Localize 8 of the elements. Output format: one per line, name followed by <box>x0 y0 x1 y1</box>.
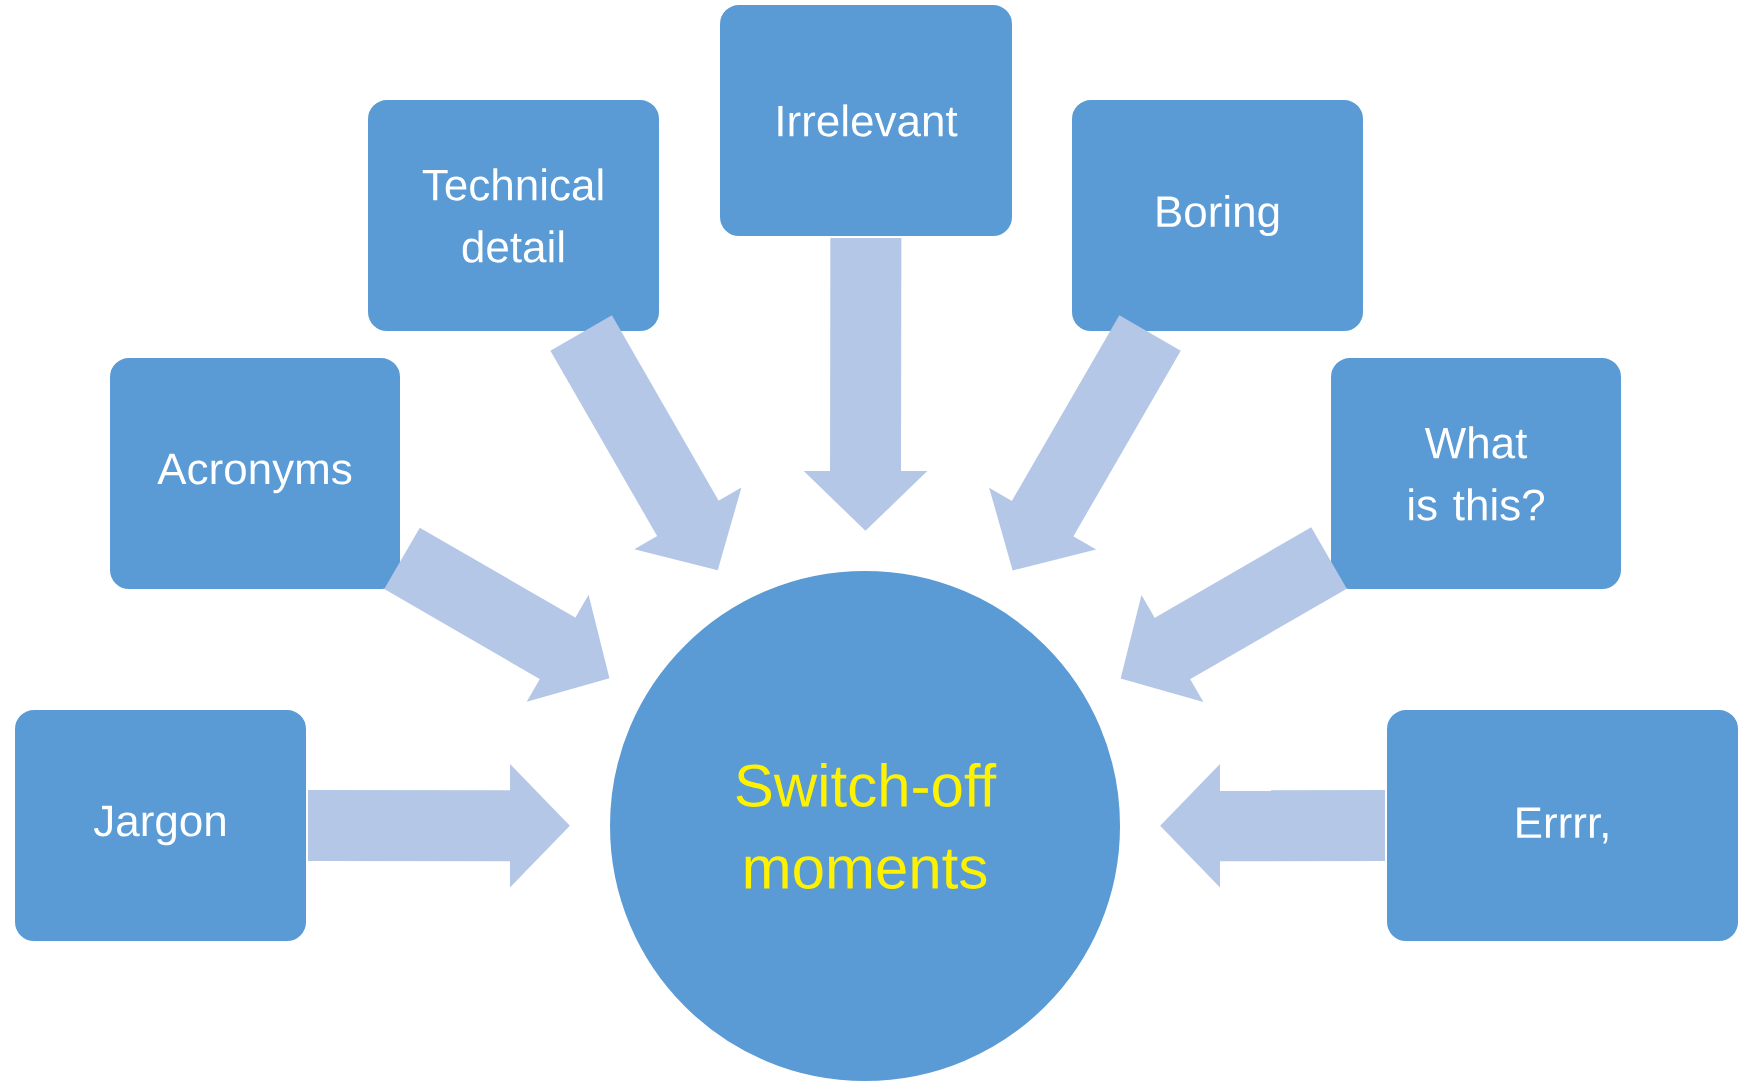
process-box: Boring <box>1070 98 1365 333</box>
process-box: Acronyms <box>108 356 402 591</box>
process-box: Irrelevant <box>718 3 1014 238</box>
circle-node: Switch-off moments <box>608 569 1122 1083</box>
process-box: Jargon <box>13 708 308 943</box>
process-box: Errrr, <box>1385 708 1739 943</box>
process-box: What is this? <box>1329 356 1623 591</box>
process-box: Technical detail <box>366 98 661 333</box>
